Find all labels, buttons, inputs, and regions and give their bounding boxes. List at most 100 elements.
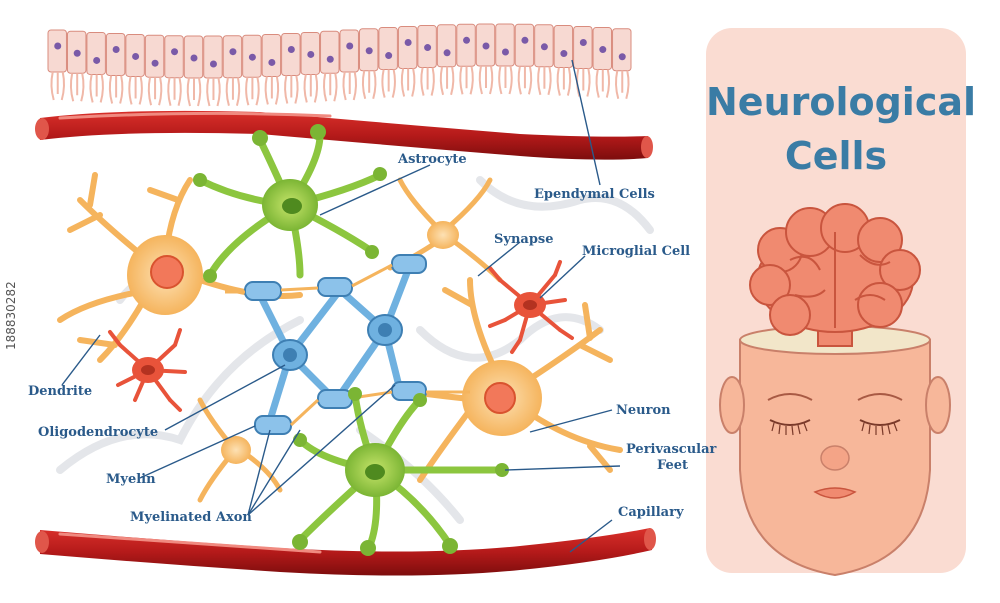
ependymal-process bbox=[89, 74, 104, 103]
ependymal-process bbox=[537, 66, 552, 96]
ependymal-nucleus bbox=[443, 49, 451, 57]
ependymal-cell bbox=[514, 23, 535, 67]
capillary-top bbox=[35, 110, 653, 160]
ependymal-nucleus bbox=[268, 58, 276, 66]
ependymal-process bbox=[206, 77, 221, 107]
ependymal-process bbox=[420, 67, 435, 96]
label-myelinated-axon: Myelinated Axon bbox=[130, 510, 252, 525]
ependymal-cells bbox=[47, 23, 632, 107]
ependymal-cell bbox=[339, 29, 359, 73]
ependymal-process bbox=[556, 67, 572, 96]
ependymal-nucleus bbox=[171, 48, 179, 56]
ependymal-nucleus bbox=[229, 48, 237, 56]
ependymal-process bbox=[323, 73, 338, 102]
ependymal-nucleus bbox=[287, 46, 295, 54]
ependymal-process bbox=[439, 66, 455, 96]
ependymal-cell bbox=[320, 30, 340, 74]
ependymal-nucleus bbox=[54, 42, 62, 50]
ependymal-nucleus bbox=[93, 56, 101, 64]
ependymal-cell bbox=[164, 35, 184, 79]
ependymal-cell bbox=[495, 23, 515, 67]
ependymal-cell bbox=[222, 35, 243, 79]
label-synapse: Synapse bbox=[494, 232, 554, 247]
ependymal-nucleus bbox=[501, 48, 509, 56]
ependymal-process bbox=[147, 76, 163, 106]
neuron-small bbox=[197, 177, 503, 503]
ependymal-nucleus bbox=[404, 38, 412, 46]
ependymal-nucleus bbox=[482, 42, 490, 50]
ependymal-process bbox=[459, 66, 474, 95]
ependymal-process bbox=[108, 75, 124, 104]
ependymal-process bbox=[595, 69, 611, 98]
ependymal-nucleus bbox=[521, 36, 529, 44]
ependymal-process bbox=[615, 70, 630, 100]
ependymal-process bbox=[498, 65, 513, 95]
ependymal-process bbox=[381, 69, 396, 98]
oligodendrocyte-network bbox=[225, 254, 470, 435]
ependymal-cell bbox=[203, 35, 223, 79]
ependymal-cell bbox=[553, 25, 574, 69]
ependymal-cell bbox=[86, 31, 106, 75]
label-astrocyte: Astrocyte bbox=[398, 152, 467, 167]
head-illustration bbox=[719, 203, 951, 577]
stock-id: 188830282 bbox=[4, 281, 18, 350]
label-myelin: Myelin bbox=[106, 472, 156, 487]
ependymal-nucleus bbox=[307, 50, 315, 58]
ependymal-process bbox=[342, 71, 357, 101]
ependymal-cell bbox=[261, 33, 282, 77]
ependymal-nucleus bbox=[618, 53, 626, 61]
ependymal-process bbox=[50, 71, 65, 101]
ependymal-nucleus bbox=[540, 43, 548, 51]
ependymal-nucleus bbox=[385, 52, 393, 60]
astrocyte-top bbox=[193, 124, 387, 283]
ependymal-cell bbox=[612, 28, 632, 72]
ependymal-nucleus bbox=[326, 55, 334, 63]
ependymal-cell bbox=[397, 25, 418, 69]
ependymal-process bbox=[225, 77, 241, 106]
diagram-title-line-1: Neurological bbox=[706, 80, 977, 124]
ependymal-process bbox=[478, 65, 494, 95]
ependymal-process bbox=[517, 66, 533, 95]
ependymal-process bbox=[264, 76, 280, 105]
ependymal-process bbox=[284, 75, 299, 104]
ependymal-cell bbox=[105, 33, 126, 77]
neuron-right bbox=[397, 277, 623, 483]
microglia-left bbox=[108, 328, 187, 412]
ependymal-process bbox=[361, 70, 377, 100]
label-capillary: Capillary bbox=[618, 505, 684, 520]
ependymal-process bbox=[400, 68, 416, 97]
ependymal-cell bbox=[573, 25, 593, 69]
ependymal-nucleus bbox=[151, 59, 159, 67]
label-neuron: Neuron bbox=[616, 403, 671, 418]
ependymal-nucleus bbox=[346, 42, 354, 50]
leader-lines bbox=[61, 59, 621, 553]
ependymal-nucleus bbox=[209, 60, 217, 68]
ependymal-nucleus bbox=[599, 46, 607, 54]
ependymal-cell bbox=[378, 27, 398, 71]
microglia-right bbox=[488, 260, 574, 354]
label-oligodendrocyte: Oligodendrocyte bbox=[38, 425, 159, 440]
ependymal-nucleus bbox=[560, 50, 568, 58]
ependymal-nucleus bbox=[365, 47, 373, 55]
ependymal-nucleus bbox=[132, 52, 140, 60]
ependymal-process bbox=[245, 76, 260, 106]
astrocyte-bottom bbox=[292, 387, 509, 556]
ependymal-nucleus bbox=[463, 36, 471, 44]
ependymal-cell bbox=[144, 34, 165, 78]
ependymal-nucleus bbox=[190, 54, 198, 62]
diagram-title-line-2: Cells bbox=[784, 134, 888, 178]
ependymal-nucleus bbox=[73, 49, 81, 57]
ependymal-cell bbox=[47, 29, 67, 73]
ependymal-process bbox=[69, 73, 85, 102]
label-ependymal-cells: Ependymal Cells bbox=[534, 187, 655, 202]
ependymal-cell bbox=[281, 33, 301, 77]
ependymal-nucleus bbox=[248, 53, 256, 61]
ependymal-process bbox=[186, 77, 202, 107]
label-microglial-cell: Microglial Cell bbox=[582, 244, 691, 259]
ependymal-cell bbox=[436, 24, 457, 68]
ependymal-process bbox=[303, 74, 319, 103]
ependymal-process bbox=[167, 77, 182, 106]
ependymal-nucleus bbox=[579, 38, 587, 46]
ependymal-process bbox=[128, 76, 143, 105]
